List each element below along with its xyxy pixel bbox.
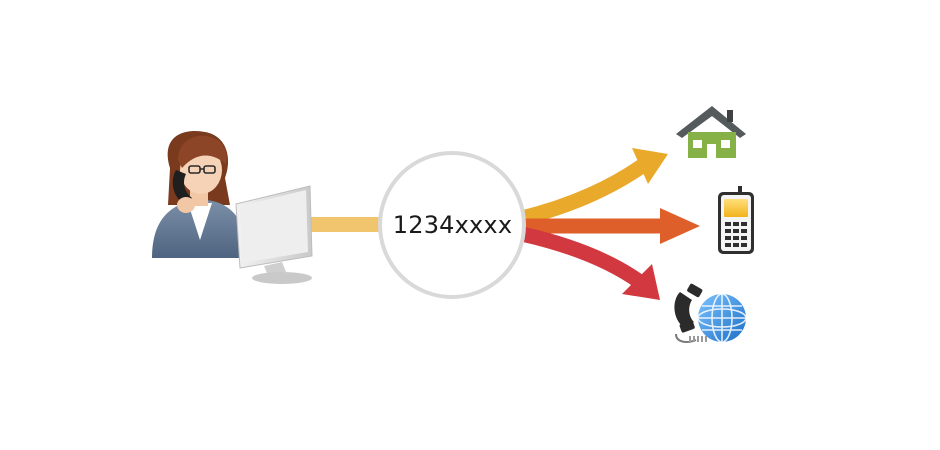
arrow-to-home bbox=[520, 148, 668, 226]
arrow-to-voip bbox=[520, 226, 660, 300]
arrow-to-mobile bbox=[522, 208, 700, 244]
phone-with-globe-icon bbox=[674, 283, 747, 343]
house-icon bbox=[676, 106, 746, 158]
forwarding-number-label: 1234xxxx bbox=[392, 211, 513, 239]
number-circle bbox=[378, 151, 526, 299]
operator-with-headset-and-monitor-icon bbox=[152, 130, 313, 284]
mobile-phone-icon bbox=[718, 186, 754, 254]
input-connector-line bbox=[300, 217, 385, 232]
